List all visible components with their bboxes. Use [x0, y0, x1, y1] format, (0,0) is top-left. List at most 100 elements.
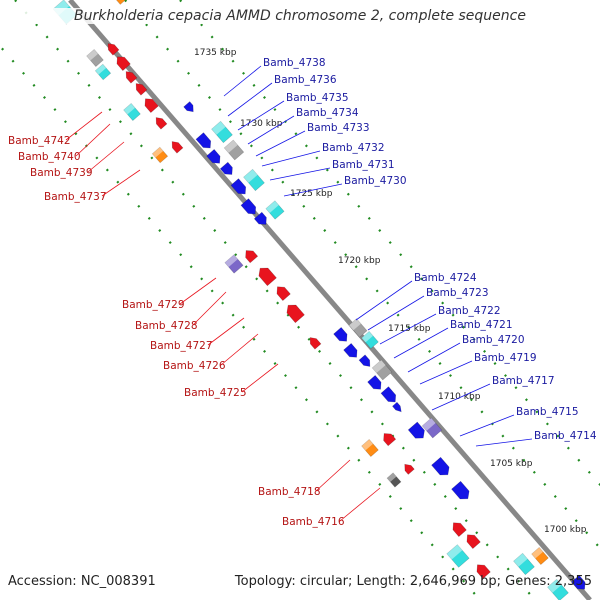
gene-label: Bamb_4714: [534, 430, 597, 442]
gene-feature: [358, 354, 371, 367]
label-leader-line: [223, 65, 262, 97]
gene-feature: [309, 337, 322, 350]
gene-feature: [125, 71, 138, 84]
gene-feature: [547, 578, 569, 600]
gene-feature: [195, 132, 212, 149]
gene-feature: [224, 254, 244, 274]
label-leader-line: [101, 169, 141, 197]
gene-label: Bamb_4739: [30, 167, 93, 179]
gene-feature: [452, 522, 467, 537]
gene-label: Bamb_4724: [414, 272, 477, 284]
gene-feature: [446, 544, 470, 568]
gene-label: Bamb_4738: [263, 57, 326, 69]
gene-feature: [223, 139, 245, 161]
gene-label: Bamb_4736: [274, 74, 337, 86]
gene-label: Bamb_4740: [18, 151, 81, 163]
gene-feature: [230, 178, 247, 195]
gene-feature: [348, 318, 368, 338]
scale-dot-line: [14, 0, 536, 600]
chromosome-backbone: [68, 0, 592, 600]
scale-label: 1720 kbp: [338, 256, 381, 266]
gene-feature: [286, 304, 305, 324]
gene-feature: [361, 439, 379, 457]
scale-label: 1710 kbp: [438, 392, 481, 402]
gene-feature: [253, 211, 267, 225]
gene-feature: [371, 359, 393, 381]
right-gene-labels: Bamb_4738Bamb_4736Bamb_4735Bamb_4734Bamb…: [223, 57, 597, 447]
scale-dot-line: [179, 0, 600, 487]
scale-label: 1700 kbp: [544, 525, 587, 535]
gene-feature: [116, 56, 131, 71]
gene-label: Bamb_4742: [8, 135, 71, 147]
gene-feature: [258, 267, 277, 287]
gene-feature: [571, 575, 586, 590]
scale-dot-line: [124, 0, 600, 550]
gene-feature: [211, 120, 233, 144]
gene-feature: [451, 480, 470, 500]
topology-text: Topology: circular; Length: 2,646,969 bp…: [234, 574, 592, 589]
gene-label: Bamb_4723: [426, 287, 489, 299]
label-leader-line: [283, 183, 343, 197]
gene-feature: [113, 0, 127, 5]
gene-feature: [380, 386, 397, 403]
gene-label: Bamb_4722: [438, 305, 501, 317]
gene-feature: [431, 456, 450, 476]
gene-feature: [135, 83, 148, 96]
label-leader-line: [339, 487, 381, 522]
gene-features: [52, 0, 586, 600]
gene-label: Bamb_4718: [258, 486, 321, 498]
gene-feature: [343, 343, 358, 358]
gene-feature: [151, 146, 169, 164]
label-leader-line: [419, 360, 473, 385]
label-leader-line: [220, 333, 259, 366]
label-leader-line: [459, 414, 515, 437]
gene-feature: [513, 552, 535, 576]
gene-feature: [392, 401, 402, 413]
gene-feature: [245, 250, 259, 264]
label-leader-line: [367, 295, 425, 331]
gene-feature: [123, 103, 141, 121]
gene-feature: [333, 327, 348, 342]
gene-label: Bamb_4733: [307, 122, 370, 134]
label-leader-line: [75, 123, 111, 157]
gene-label: Bamb_4717: [492, 375, 555, 387]
scale-label: 1715 kbp: [388, 324, 431, 334]
gene-feature: [407, 421, 425, 439]
left-gene-labels: Bamb_4742Bamb_4740Bamb_4739Bamb_4737Bamb…: [8, 111, 381, 528]
gene-label: Bamb_4716: [282, 516, 345, 528]
label-leader-line: [227, 82, 273, 117]
accession-text: Accession: NC_008391: [8, 574, 156, 589]
label-leader-line: [261, 150, 321, 167]
scale-dot-line: [0, 44, 481, 600]
label-leader-line: [247, 115, 295, 145]
gene-label: Bamb_4726: [163, 360, 226, 372]
gene-feature: [240, 198, 257, 215]
scale-label: 1730 kbp: [240, 119, 283, 129]
gene-label: Bamb_4735: [286, 92, 349, 104]
gene-feature: [155, 117, 168, 130]
map-title: Burkholderia cepacia AMMD chromosome 2, …: [0, 8, 600, 24]
label-leader-line: [269, 167, 331, 181]
gene-label: Bamb_4731: [332, 159, 395, 171]
gene-feature: [94, 63, 112, 81]
gene-feature: [404, 463, 415, 475]
gene-feature: [206, 149, 221, 164]
gene-feature: [86, 49, 104, 67]
scale-label: 1725 kbp: [290, 189, 333, 199]
label-leader-line: [179, 277, 217, 305]
label-leader-line: [475, 438, 533, 447]
gene-feature: [265, 200, 285, 220]
gene-feature: [421, 417, 443, 439]
gene-feature: [383, 433, 397, 447]
label-leader-line: [315, 459, 351, 492]
label-leader-line: [192, 291, 227, 326]
gene-feature: [276, 286, 291, 301]
gene-feature: [243, 168, 265, 192]
label-leader-line: [431, 383, 491, 411]
label-leader-line: [355, 280, 413, 321]
gene-feature: [386, 472, 402, 488]
gene-label: Bamb_4715: [516, 406, 579, 418]
gene-label: Bamb_4720: [462, 334, 525, 346]
